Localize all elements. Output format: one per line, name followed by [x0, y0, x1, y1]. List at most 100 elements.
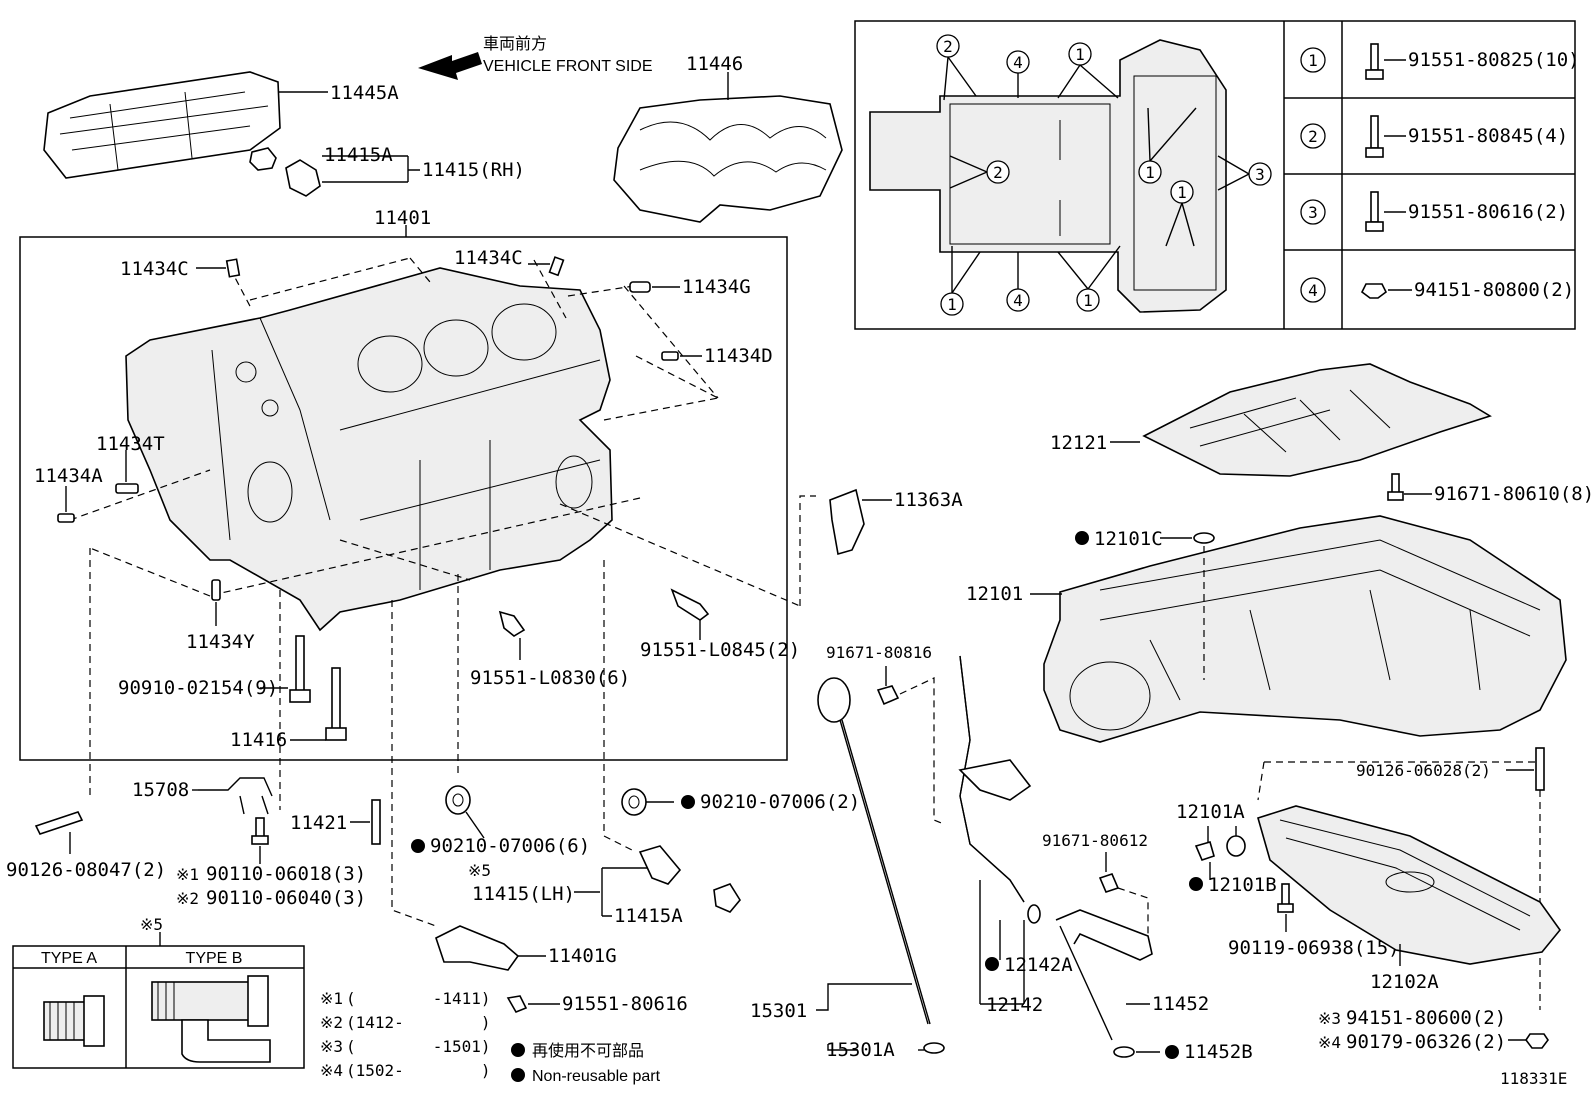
part-11421[interactable]: [350, 799, 381, 845]
label-11415LH: 11415(LH): [472, 883, 575, 905]
part-11363A[interactable]: [829, 488, 892, 556]
part-90910-02154[interactable]: [260, 635, 311, 703]
part-90119-06938[interactable]: [1277, 883, 1294, 932]
part-11434Y[interactable]: [211, 579, 221, 626]
part-11446[interactable]: [613, 72, 843, 223]
label-90119-06938: 90119-06938(15): [1228, 937, 1400, 959]
part-90126-08047[interactable]: [34, 811, 84, 854]
part-nut-94151[interactable]: [1508, 1033, 1549, 1049]
bolt-row-4-part: 94151-80800(2): [1414, 279, 1574, 301]
label-91551-L0830: 91551-L0830(6): [470, 667, 630, 689]
non-reusable-dot: [1189, 877, 1203, 891]
vehicle-front-jp: 車両前方: [483, 34, 547, 53]
part-11401G[interactable]: [435, 925, 546, 971]
svg-text:1: 1: [1083, 291, 1093, 310]
label-91671-80816: 91671-80816: [826, 643, 932, 662]
part-12102A-lower-pan[interactable]: [1257, 805, 1562, 966]
label-90126-08047: 90126-08047(2): [6, 859, 166, 881]
label-11401: 11401: [374, 207, 431, 229]
part-15708[interactable]: [192, 777, 273, 815]
assembly-dashes-guide: [899, 677, 945, 825]
svg-text:4: 4: [1013, 53, 1023, 72]
type-a-header: TYPE A: [41, 950, 97, 967]
label-91671-80610: 91671-80610(8): [1434, 483, 1592, 505]
part-12142A[interactable]: [999, 904, 1041, 960]
label-91551-80616: 91551-80616: [562, 993, 688, 1015]
svg-text:2: 2: [943, 37, 953, 56]
part-91671-80610[interactable]: [1387, 473, 1432, 501]
part-12142-guide[interactable]: [958, 655, 1032, 903]
label-11452B: 11452B: [1184, 1041, 1253, 1063]
label-15301: 15301: [750, 1000, 807, 1022]
part-11434G[interactable]: [629, 281, 680, 293]
legend-en: Non-reusable part: [532, 1068, 661, 1085]
label-91671-80612: 91671-80612: [1042, 831, 1148, 850]
part-91551-80616[interactable]: [506, 995, 560, 1014]
part-11434C-mid[interactable]: [528, 256, 565, 277]
part-90210-07006-2[interactable]: [621, 788, 674, 816]
part-11416[interactable]: [290, 667, 347, 741]
assembly-dashes-12102A: [1257, 761, 1541, 1010]
part-12101C[interactable]: [1160, 532, 1215, 544]
range-text-2: (1412- ): [346, 1013, 491, 1032]
production-ranges: ※1 ( -1411) ※2 (1412- ) ※3 ( -1501) ※4 (…: [320, 989, 491, 1080]
range-text-3: ( -1501): [346, 1037, 491, 1056]
legend-dot-jp: [511, 1043, 525, 1057]
part-11434A[interactable]: [57, 486, 75, 523]
type-a-plug-icon: [43, 995, 105, 1047]
part-91671-80816[interactable]: [876, 666, 900, 706]
bolt-row-1[interactable]: 1 91551-80825(10): [1300, 43, 1580, 80]
range-text-1: ( -1411): [346, 989, 491, 1008]
svg-text:1: 1: [1145, 163, 1155, 182]
bolt-row-2-num: 2: [1308, 127, 1318, 146]
bolt-row-3-part: 91551-80616(2): [1408, 201, 1568, 223]
part-90126-06028[interactable]: [1506, 747, 1545, 791]
label-12142: 12142: [986, 994, 1043, 1016]
nut-icon: [1360, 283, 1388, 299]
part-11452[interactable]: [1055, 909, 1153, 1041]
part-90110-bolt[interactable]: [251, 817, 269, 864]
label-12101C: 12101C: [1094, 528, 1163, 550]
part-91671-80612[interactable]: [1098, 852, 1120, 893]
part-15301A[interactable]: [918, 1042, 945, 1054]
part-11401-cylinder-block[interactable]: [125, 267, 613, 632]
bolt-row-3[interactable]: 3 91551-80616(2): [1300, 191, 1568, 232]
non-reusable-dot: [1165, 1045, 1179, 1059]
label-11434Y: 11434Y: [186, 631, 255, 653]
svg-text:1: 1: [1177, 183, 1187, 202]
range-mark-4: ※4: [320, 1061, 343, 1080]
part-11452B[interactable]: [1113, 1046, 1160, 1058]
part-15301-dipstick[interactable]: [816, 677, 931, 1051]
part-11415A-top[interactable]: [249, 147, 420, 197]
part-12101A[interactable]: [1194, 826, 1246, 861]
label-11434G: 11434G: [682, 276, 751, 298]
label-11434C-left: 11434C: [120, 258, 189, 280]
part-11445A[interactable]: [43, 71, 328, 179]
label-11416: 11416: [230, 729, 287, 751]
range-mark-1: ※1: [320, 989, 343, 1008]
part-90210-07006-6[interactable]: [445, 785, 485, 839]
label-12101A: 12101A: [1176, 801, 1245, 823]
label-mark3: ※3: [1318, 1009, 1341, 1028]
part-11434D[interactable]: [661, 351, 702, 361]
type-comparison-box: ※5 TYPE A TYPE B: [12, 915, 305, 1069]
type-b-plug-icon: [151, 975, 271, 1063]
bolt-row-2-part: 91551-80845(4): [1408, 125, 1568, 147]
bolt-row-2[interactable]: 2 91551-80845(4): [1300, 115, 1568, 158]
label-12101B: 12101B: [1208, 874, 1277, 896]
part-11434T[interactable]: [115, 450, 139, 494]
part-11434C-left[interactable]: [196, 258, 241, 278]
label-11421: 11421: [290, 812, 347, 834]
bolt-row-4[interactable]: 4 94151-80800(2): [1300, 277, 1574, 303]
label-mark1: ※1: [176, 865, 199, 884]
part-12101-oil-pan[interactable]: [1030, 515, 1567, 743]
non-reusable-dot: [985, 957, 999, 971]
part-91551-L0845[interactable]: [670, 588, 710, 640]
part-11415LH[interactable]: [574, 845, 741, 917]
label-11363A: 11363A: [894, 489, 963, 511]
svg-text:1: 1: [947, 295, 957, 314]
part-91551-L0830[interactable]: [498, 610, 526, 660]
bolt-row-1-part: 91551-80825(10): [1408, 49, 1580, 71]
non-reusable-dot: [681, 795, 695, 809]
part-12121[interactable]: [1110, 363, 1492, 477]
